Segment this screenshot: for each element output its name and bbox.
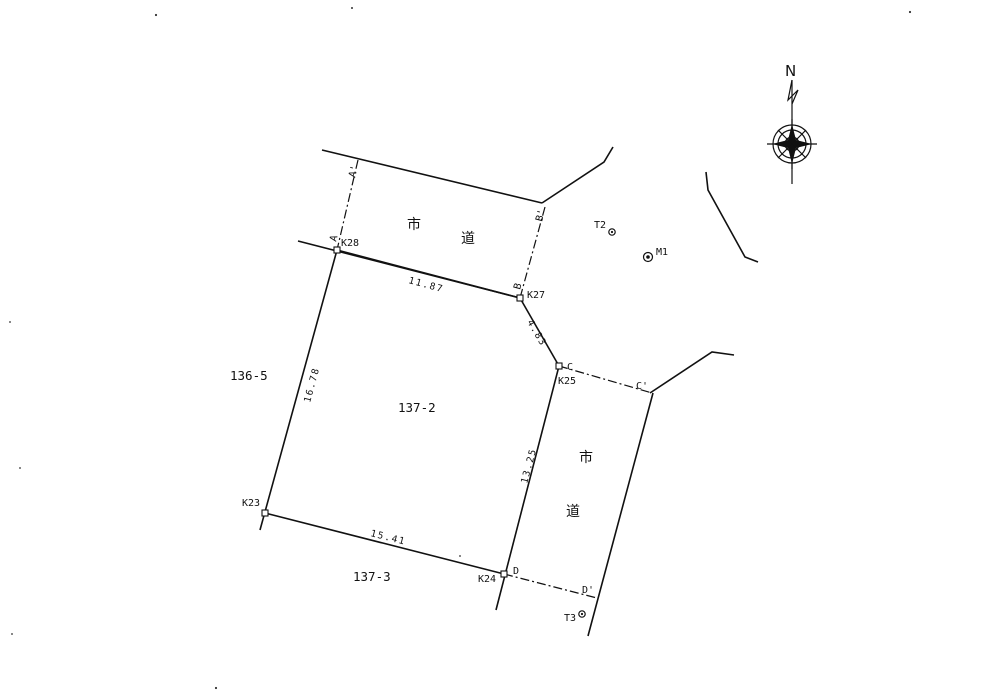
marker-k23 [261, 509, 269, 517]
north-road-lines [297, 146, 614, 299]
boundary-point-labels: K28 K27 K25 K24 K23 [242, 238, 576, 585]
marker-k27 [516, 294, 524, 302]
corner-b: B [512, 282, 524, 291]
corner-a: A [328, 234, 340, 243]
benchmark-label-m1: M1 [656, 247, 668, 258]
benchmark-m1-icon [642, 251, 654, 263]
point-label-k24: K24 [478, 574, 496, 585]
north-label: N [785, 62, 796, 80]
east-road-char-1: 市 [579, 449, 593, 466]
parcel-boundary [259, 249, 560, 611]
road-labels: 市 道 市 道 [407, 216, 593, 520]
benchmark-t3-icon [578, 610, 586, 618]
road-point-a-prime: A' [347, 164, 361, 178]
dimension-k28-k27: 11.87 [407, 275, 445, 295]
corner-c: C [567, 362, 573, 373]
benchmark-label-t2: T2 [594, 220, 606, 231]
point-label-k25: K25 [558, 376, 576, 387]
road-point-labels: A' B' C' D' [347, 164, 648, 596]
road-point-b-prime: B' [534, 208, 548, 222]
benchmark-markers: T2 M1 T3 [564, 220, 668, 624]
east-road-char-2: 道 [566, 504, 580, 520]
parcel-label-south: 137-3 [353, 569, 391, 584]
point-label-k23: K23 [242, 498, 260, 509]
corner-d: D [513, 566, 519, 577]
marker-k28 [333, 246, 341, 254]
right-road-edge [705, 171, 759, 263]
north-road-char-1: 市 [407, 216, 421, 233]
dimension-k25-k24: 13.25 [519, 447, 539, 485]
road-point-d-prime: D' [582, 585, 594, 596]
road-point-c-prime: C' [636, 381, 648, 392]
scan-specks [9, 7, 912, 690]
boundary-markers [261, 246, 563, 578]
east-road-lines [503, 351, 735, 637]
parcel-labels: 137-2 136-5 137-3 [230, 368, 436, 584]
parcel-label-west: 136-5 [230, 368, 268, 383]
marker-k25 [555, 362, 563, 370]
point-label-k28: K28 [341, 238, 359, 249]
dimension-k23-k28: 16.78 [302, 366, 322, 404]
benchmark-label-t3: T3 [564, 613, 576, 624]
parcel-label-main: 137-2 [398, 400, 436, 415]
dimension-k27-k25: 4.83 [524, 318, 548, 349]
marker-k24 [500, 570, 508, 578]
benchmark-t2-icon [608, 228, 616, 236]
corner-letters: A B C D [328, 234, 573, 577]
north-road-char-2: 道 [461, 231, 475, 247]
compass-rose-icon [767, 119, 817, 169]
point-label-k27: K27 [527, 290, 545, 301]
